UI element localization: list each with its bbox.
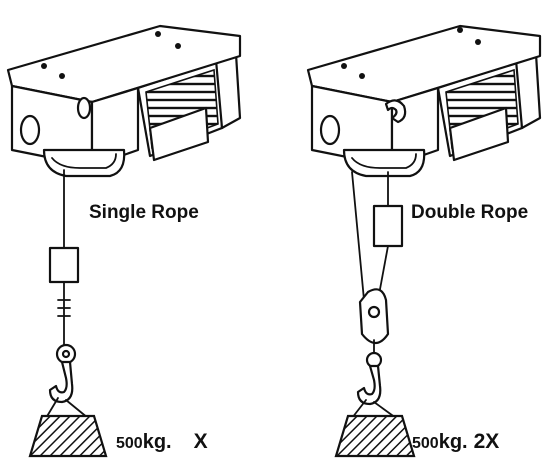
right-weight-value: 500 — [412, 435, 439, 452]
right-weight — [334, 414, 416, 458]
left-weight-label: 500kg. X — [116, 430, 208, 454]
double-rope-label: Double Rope — [411, 202, 529, 223]
right-pulley-block — [358, 288, 390, 355]
left-weight — [28, 414, 108, 458]
single-rope-label: Single Rope — [89, 202, 199, 223]
left-hoist — [6, 24, 242, 458]
left-stopper-block — [48, 246, 80, 284]
left-multiplier: X — [193, 430, 208, 453]
left-weight-value: 500 — [116, 435, 143, 452]
right-stopper-block — [372, 204, 404, 248]
left-motor — [136, 52, 242, 162]
right-multiplier: 2X — [473, 430, 500, 453]
right-hook — [356, 351, 383, 406]
left-frame — [6, 24, 242, 178]
right-rope-a — [351, 171, 365, 301]
right-frame — [306, 24, 542, 178]
right-weight-unit: kg. — [438, 431, 468, 453]
left-weight-unit: kg. — [142, 431, 172, 453]
left-hook — [48, 343, 77, 404]
left-spring-stop — [57, 299, 71, 317]
right-hoist — [306, 24, 542, 458]
right-motor — [436, 52, 542, 162]
right-weight-label: 500kg.2X — [412, 430, 499, 454]
